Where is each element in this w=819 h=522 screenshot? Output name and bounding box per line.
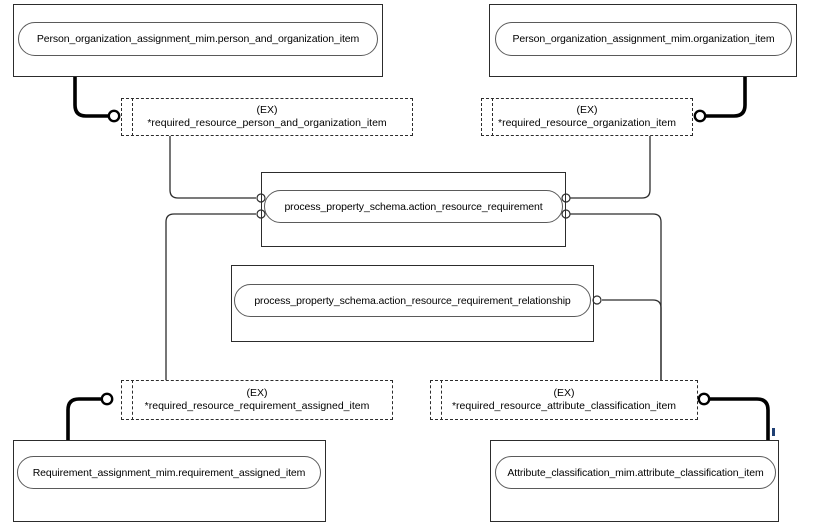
port-ex-organization-right [693, 109, 707, 123]
ex-tag: (EX) [246, 387, 268, 399]
ex-box-text-attribute-classification-item: (EX) *required_resource_attribute_classi… [431, 387, 697, 413]
ex-box-inner-rule [441, 379, 442, 421]
ex-tag: (EX) [256, 104, 278, 116]
ex-box-text-person-and-organization-item: (EX) *required_resource_person_and_organ… [122, 104, 412, 130]
entity-frame-action-resource-requirement-relationship [231, 265, 594, 342]
ex-box-organization-item[interactable]: (EX) *required_resource_organization_ite… [481, 97, 693, 137]
ex-box-requirement-assigned-item[interactable]: (EX) *required_resource_requirement_assi… [121, 379, 393, 421]
entity-label-attribute-classification-item[interactable]: Attribute_classification_mim.attribute_c… [495, 456, 776, 489]
entity-label-organization-item[interactable]: Person_organization_assignment_mim.organ… [495, 22, 792, 56]
port-relationship-right [592, 295, 602, 305]
ex-tag: (EX) [576, 104, 598, 116]
blue-tick-marker [772, 428, 775, 436]
port-ex-person-left [107, 109, 121, 123]
ex-box-text-organization-item: (EX) *required_resource_organization_ite… [482, 104, 692, 130]
wire-ex-person-to-arr [169, 136, 256, 199]
entity-label-action-resource-requirement[interactable]: process_property_schema.action_resource_… [264, 190, 563, 223]
ex-name: *required_resource_person_and_organizati… [147, 117, 387, 129]
port-ex-requirement-left [100, 392, 114, 406]
thicklink-attribute-to-ex [709, 397, 770, 440]
entity-label-requirement-assigned-item[interactable]: Requirement_assignment_mim.requirement_a… [17, 456, 321, 489]
ex-box-attribute-classification-item[interactable]: (EX) *required_resource_attribute_classi… [430, 379, 698, 421]
entity-frame-action-resource-requirement [261, 172, 566, 247]
wire-relationship-to-trunk [602, 299, 662, 380]
ex-box-inner-rule [492, 97, 493, 137]
entity-frame-organization-item [489, 4, 797, 77]
entity-label-person-and-organization-item[interactable]: Person_organization_assignment_mim.perso… [18, 22, 378, 56]
entity-label-action-resource-requirement-relationship[interactable]: process_property_schema.action_resource_… [234, 284, 591, 317]
ex-name: *required_resource_organization_item [497, 117, 677, 129]
ex-name: *required_resource_requirement_assigned_… [144, 400, 370, 412]
thicklink-person-to-ex [73, 77, 109, 118]
wire-arr-to-ex-organization [570, 136, 651, 199]
ex-box-person-and-organization-item[interactable]: (EX) *required_resource_person_and_organ… [121, 97, 413, 137]
ex-box-inner-rule [132, 379, 133, 421]
port-ex-attribute-right [697, 392, 711, 406]
ex-box-inner-rule [132, 97, 133, 137]
thicklink-requirement-to-ex [66, 397, 102, 440]
entity-frame-person-and-organization-item [13, 4, 383, 77]
ex-name: *required_resource_attribute_classificat… [451, 400, 677, 412]
ex-box-text-requirement-assigned-item: (EX) *required_resource_requirement_assi… [122, 387, 392, 413]
ex-tag: (EX) [553, 387, 575, 399]
thicklink-organization-to-ex [705, 77, 747, 118]
